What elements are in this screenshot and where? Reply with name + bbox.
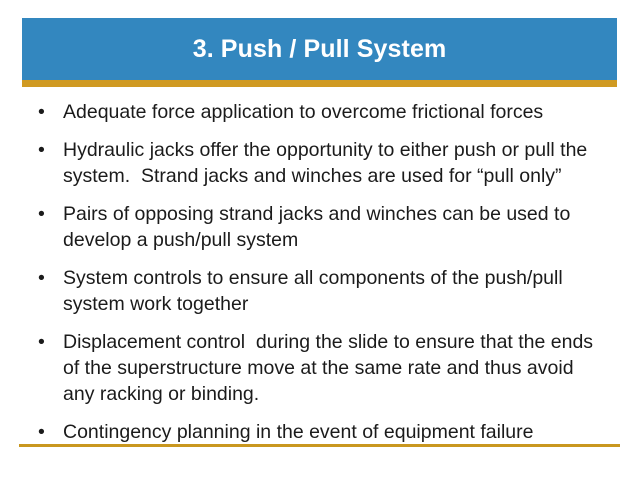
list-item: • Contingency planning in the event of e… [0, 419, 638, 445]
list-item-text: System controls to ensure all components… [63, 267, 569, 315]
list-item-text: Hydraulic jacks offer the opportunity to… [63, 139, 593, 187]
bullet-marker-icon: • [38, 139, 45, 161]
bullet-marker-icon: • [38, 101, 45, 123]
footer-accent-rule [19, 444, 620, 447]
list-item-text: Contingency planning in the event of equ… [63, 421, 534, 443]
list-item: • Pairs of opposing strand jacks and win… [0, 201, 638, 253]
list-item-text: Pairs of opposing strand jacks and winch… [63, 203, 576, 251]
bullet-list: • Adequate force application to overcome… [0, 99, 638, 443]
bullet-marker-icon: • [38, 267, 45, 289]
list-item: • Displacement control during the slide … [0, 329, 638, 407]
list-item: • Hydraulic jacks offer the opportunity … [0, 137, 638, 189]
page-title: 3. Push / Pull System [192, 34, 447, 63]
bullet-marker-icon: • [38, 331, 45, 353]
bullet-marker-icon: • [38, 421, 45, 443]
slide-title-banner: 3. Push / Pull System [22, 18, 617, 80]
bullet-marker-icon: • [38, 203, 45, 225]
list-item: • Adequate force application to overcome… [0, 99, 638, 125]
list-item-text: Adequate force application to overcome f… [63, 101, 544, 123]
list-item: • System controls to ensure all componen… [0, 265, 638, 317]
list-item-text: Displacement control during the slide to… [63, 331, 599, 405]
title-accent-bar [22, 80, 617, 87]
